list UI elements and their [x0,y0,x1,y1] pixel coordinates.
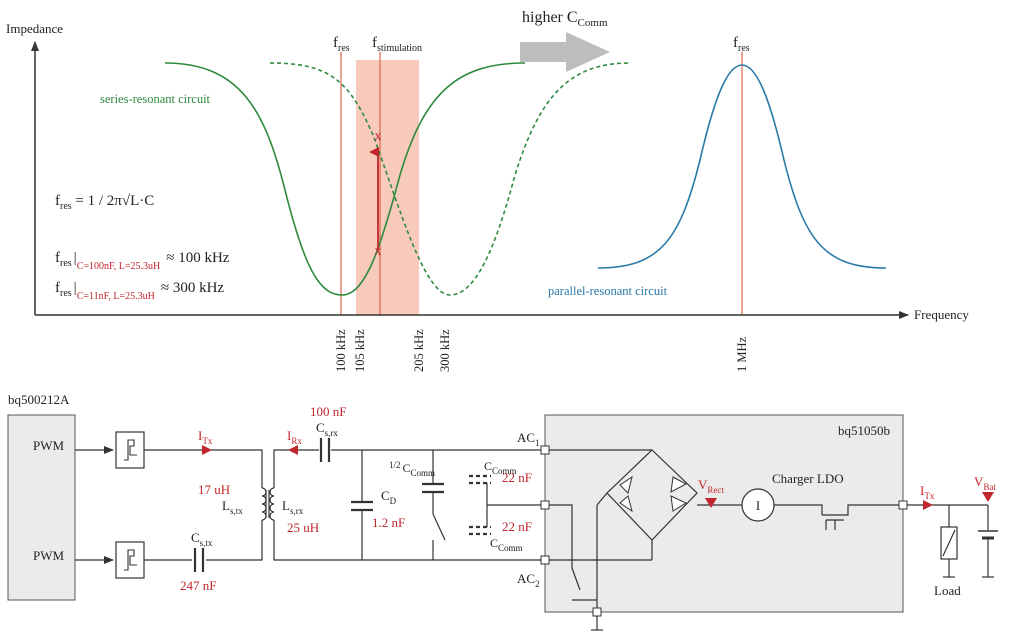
higher-ccomm-label: higher CComm [522,9,608,29]
battery [978,505,998,578]
cs-rx-value: 100 nF [310,404,346,419]
cs-tx-capacitor [193,548,205,572]
parallel-resonant-label: parallel-resonant circuit [548,284,668,298]
load-resistor [940,505,958,578]
tick-100khz: 100 kHz [334,329,348,372]
tick-105khz: 105 kHz [353,329,367,372]
cd-name: CD [381,488,397,506]
charger-ldo-label: Charger LDO [772,471,844,486]
ldo-transistor [774,504,899,530]
itx-arrow-out [923,500,933,510]
cs-tx-name: Cs,tx [191,530,213,548]
parallel-resonant-curve [597,64,887,269]
tick-1mhz: 1 MHz [735,336,749,372]
itx-arrow-tx [202,445,212,455]
impedance-plot: x x higher CComm Impedance Frequency fre… [6,9,969,372]
load-label: Load [934,583,961,598]
tx-chip-box [7,414,76,601]
pin-gnd [592,607,602,617]
resonance-formula: fres = 1 / 2π√L·C [55,193,154,212]
ccomm-top-capacitor [469,474,491,485]
itx-label-out: ITx [920,483,935,501]
ls-rx-name: Ls,rx [282,498,304,516]
ccomm-top-name: CComm [484,459,517,476]
marker-x-bottom: x [375,244,382,259]
ls-rx-value: 25 uH [287,520,319,535]
vrect-label: VRect [698,477,724,495]
y-axis-label: Impedance [6,21,63,36]
gate-driver-top [115,431,145,469]
fres-equation-1: fres|C=100nF, L=25.3uH≈ 100 kHz [55,250,230,272]
series-resonant-label: series-resonant circuit [100,92,211,106]
ccomm-bottom-name: CComm [490,536,523,553]
series-resonant-curve-shifted [269,62,631,296]
bridge-rectifier [549,449,698,561]
fstimulation-label: fstimulation [372,35,422,54]
rx-chip-label: bq51050b [838,423,890,438]
cd-value: 1.2 nF [372,515,405,530]
current-sense-label: I [756,498,760,513]
ls-tx-name: Ls,tx [222,498,243,516]
series-resonant-curve [164,62,526,296]
pwm-label-2: PWM [33,548,65,563]
cs-tx-value: 247 nF [180,578,216,593]
fres-label-right: fres [733,35,750,54]
ccomm-half-capacitor [422,450,446,560]
pin-ac1 [540,445,550,455]
vbat-marker [982,492,994,502]
vrect-marker [705,498,717,508]
tx-chip-label: bq500212A [8,392,70,407]
rx-chip-box [544,414,904,613]
marker-x-top: x [375,129,382,144]
cs-rx-name: Cs,rx [316,420,338,438]
pin-comm1 [540,500,550,510]
ccomm-bottom-value: 22 nF [502,519,532,534]
ccomm-top-value: 22 nF [502,470,532,485]
cd-capacitor [351,450,373,560]
ls-tx-value: 17 uH [198,482,230,497]
gate-driver-bottom [115,541,145,579]
transformer [261,487,275,521]
vbat-label: VBat [974,474,996,492]
ccomm-bottom-capacitor [469,525,491,536]
tick-205khz: 205 kHz [412,329,426,372]
pin-ac2 [540,555,550,565]
higher-ccomm-arrow [520,32,610,72]
ac1-label: AC1 [517,430,540,448]
fres-label-left: fres [333,35,350,54]
wireless-charging-circuit: bq500212A PWM PWM Cs,tx 247 nF ITx [7,392,998,631]
pin-out [898,500,908,510]
irx-arrow [288,445,298,455]
x-axis-label: Frequency [914,307,969,322]
pwm-label-1: PWM [33,438,65,453]
cs-rx-capacitor [319,438,331,462]
fres-equation-2: fres|C=11nF, L=25.3uH≈ 300 kHz [55,280,224,302]
itx-label-tx: ITx [198,428,213,446]
ac2-label: AC2 [517,571,540,589]
stimulation-band [356,60,419,315]
irx-label: IRx [287,428,302,446]
tick-300khz: 300 kHz [438,329,452,372]
